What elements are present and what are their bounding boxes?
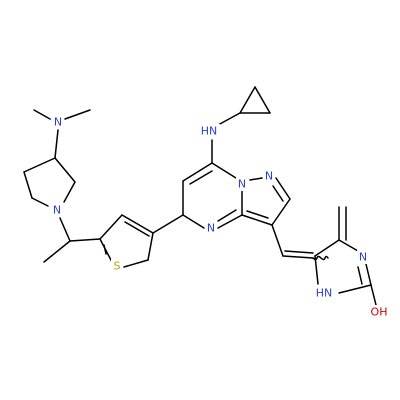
pyrrolidine-ring bbox=[23, 157, 76, 207]
atom-s-thiophene: S bbox=[114, 260, 121, 273]
imidazole-ring bbox=[314, 206, 377, 306]
bond-th-s-c5 bbox=[99, 238, 113, 263]
thiophene-ring bbox=[99, 214, 184, 268]
label-bg bbox=[313, 286, 335, 300]
bond-vinyl bbox=[282, 255, 314, 259]
atom-n-pyrazole: N bbox=[265, 170, 273, 183]
bond-pyr-c1-n bbox=[31, 197, 49, 207]
atom-n-dimethylamino: N bbox=[54, 116, 62, 129]
label-bg bbox=[198, 124, 220, 138]
label-bg bbox=[111, 259, 123, 273]
bond-cp-a bbox=[239, 86, 256, 114]
ethyl-linker bbox=[43, 217, 101, 263]
label-bg bbox=[50, 203, 62, 217]
bond-wavy bbox=[312, 255, 329, 261]
atom-labels: N N S HN N N N N HN OH bbox=[50, 115, 390, 319]
bond-methyl-2 bbox=[64, 109, 91, 120]
bond-vinyl-double bbox=[284, 250, 314, 254]
atom-oh: OH bbox=[371, 306, 388, 319]
bond-im-c5-c4 bbox=[314, 239, 340, 257]
bond-pyr-n-c4 bbox=[63, 181, 76, 203]
bond-th-c4-c3-double bbox=[124, 221, 150, 237]
cyclopropylamino-group bbox=[217, 86, 271, 126]
bond-n-ch bbox=[59, 217, 71, 242]
bond-im-c2-o bbox=[370, 284, 377, 306]
bond-pyr-c2-c1 bbox=[23, 171, 33, 199]
bond-pm-c6-c7 bbox=[182, 162, 213, 182]
bond-pm-c3a-n-double bbox=[217, 209, 237, 222]
bond-pm-c6-c7-double bbox=[189, 170, 213, 185]
bond-th-c2-s bbox=[123, 259, 149, 268]
bond-pz-c3-c4 bbox=[271, 198, 291, 226]
bond-nh-cp bbox=[217, 112, 241, 126]
bond-pz-n2-c3 bbox=[275, 177, 291, 200]
bond-pyr-c3-c2 bbox=[23, 157, 56, 173]
label-bg bbox=[357, 250, 369, 264]
atom-n-pyrimidine: N bbox=[207, 222, 215, 235]
bond-pm-c7-n bbox=[211, 162, 237, 179]
atom-n-bridge: N bbox=[238, 178, 246, 191]
bond-pz-c4-c3a bbox=[241, 214, 273, 226]
pyrimidine-ring bbox=[182, 139, 243, 229]
vinyl-bridge bbox=[282, 250, 329, 261]
atom-hn-imidazole: HN bbox=[316, 287, 333, 300]
bond-pm-n-c5 bbox=[182, 214, 205, 229]
bond-th-c3-c2 bbox=[147, 232, 154, 261]
bond-im-c2-n1 bbox=[338, 284, 372, 294]
label-bg bbox=[236, 177, 248, 191]
bond-th-s-c5-double bbox=[103, 244, 107, 255]
atom-n-imidazole: N bbox=[359, 251, 367, 264]
bond-im-n3-c2-double bbox=[357, 266, 363, 285]
atom-hn-cyclopropylamino: HN bbox=[201, 125, 218, 138]
bond-pyr-c4-c3 bbox=[54, 157, 76, 183]
bond-th-c4-c3 bbox=[121, 214, 154, 234]
bond-n-ring bbox=[54, 129, 59, 159]
label-bg bbox=[368, 305, 390, 319]
bond-ch-thiophene bbox=[69, 238, 101, 242]
bond-pz-n2-c3-double bbox=[272, 185, 284, 202]
pyrazole-ring bbox=[241, 177, 291, 257]
bond-th-pyrimidine bbox=[152, 214, 184, 234]
bond-pm-c3a-n bbox=[217, 214, 243, 229]
bond-pz-vinyl bbox=[271, 224, 284, 257]
bond-im-n1-c5 bbox=[314, 255, 319, 285]
bond-ch-methyl bbox=[43, 240, 71, 263]
bond-pz-c4-c3a-double bbox=[246, 210, 269, 219]
bond-th-c5-c4 bbox=[99, 214, 123, 240]
label-bg bbox=[263, 169, 275, 183]
bond-im-n3-c2 bbox=[365, 263, 372, 286]
bond-methyl-1 bbox=[33, 109, 51, 120]
atom-n-pyrrolidine: N bbox=[53, 204, 61, 217]
bond-pz-n1-n2 bbox=[249, 177, 263, 181]
bond-im-c4-n3 bbox=[338, 239, 359, 252]
label-bg bbox=[51, 115, 63, 129]
bond-cp-b bbox=[254, 86, 271, 114]
dimethylamino-group bbox=[33, 109, 91, 159]
label-bg bbox=[205, 221, 217, 235]
